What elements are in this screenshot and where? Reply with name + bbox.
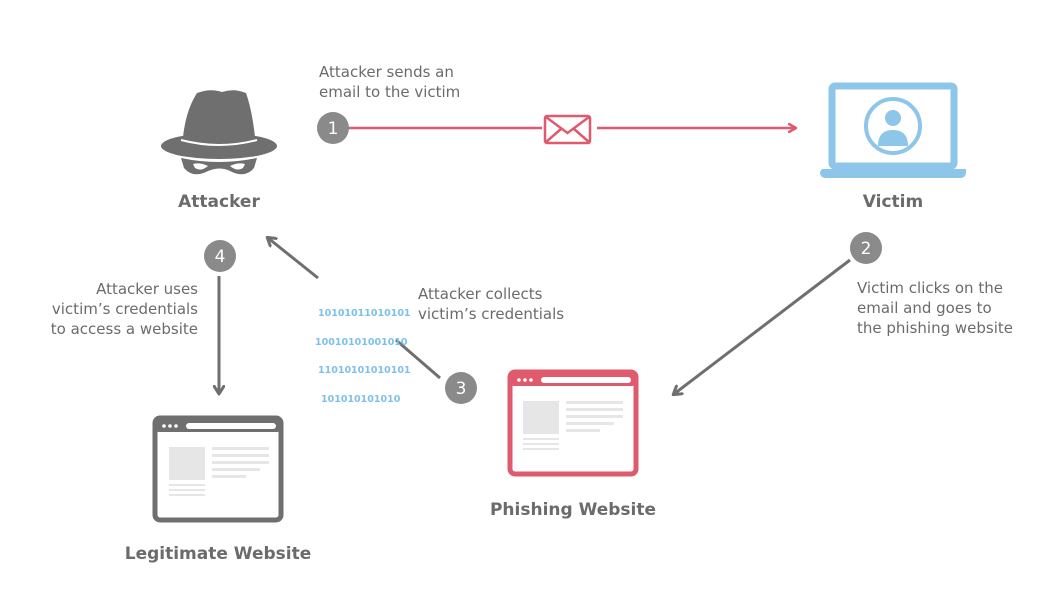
step-4-badge: 4 <box>204 240 236 272</box>
attacker-label: Attacker <box>178 192 260 212</box>
binary-line: 101010101010 <box>321 393 401 405</box>
svg-text:1: 1 <box>328 119 339 139</box>
svg-text:4: 4 <box>215 247 226 267</box>
binary-line: 10101011010101 <box>318 308 411 319</box>
binary-line: 10010101001010 <box>315 336 408 348</box>
step-2-badge: 2 <box>850 232 882 264</box>
binary-line: 11010101010101 <box>318 365 411 376</box>
binary-data-icon: 10101011010101 10010101001010 1101010101… <box>315 290 411 423</box>
envelope-icon <box>543 114 592 145</box>
step-3-description: Attacker collects victim’s credentials <box>418 285 565 323</box>
step-4-description: Attacker uses victim’s credentials to ac… <box>50 280 198 338</box>
svg-text:2: 2 <box>861 239 872 259</box>
browser-window-icon <box>152 415 284 523</box>
step-3-arrow <box>268 238 441 380</box>
phishing-website-label: Phishing Website <box>489 500 657 520</box>
legitimate-website-label: Legitimate Website <box>124 544 312 564</box>
browser-window-icon <box>507 369 639 477</box>
step-2-arrow <box>674 258 851 394</box>
victim-label: Victim <box>862 192 924 212</box>
spy-hat-mask-icon <box>161 90 277 175</box>
step-3-badge: 3 <box>445 372 477 404</box>
step-1-badge: 1 <box>317 112 349 144</box>
svg-text:3: 3 <box>456 379 467 399</box>
step-2-description: Victim clicks on the email and goes to t… <box>857 279 1013 337</box>
step-1-description: Attacker sends an email to the victim <box>319 63 461 101</box>
laptop-user-icon <box>820 82 966 178</box>
